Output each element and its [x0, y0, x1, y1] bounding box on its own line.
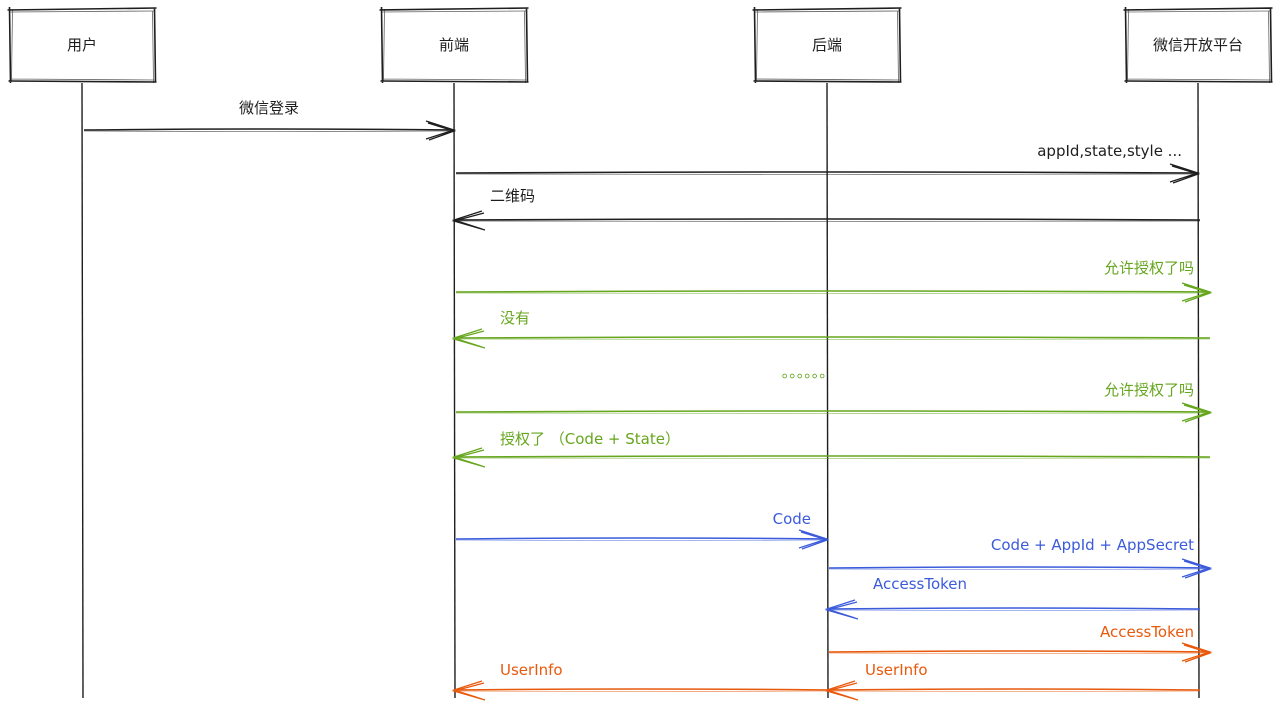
message-label: 微信登录 [239, 99, 299, 117]
arrowhead-icon [1181, 282, 1213, 303]
message-arrow-line [828, 650, 1211, 653]
message-label: Code [773, 510, 811, 528]
message-label: UserInfo [865, 661, 928, 679]
message-label: 允许授权了吗 [1104, 259, 1194, 277]
arrowhead-icon [451, 328, 486, 349]
arrowhead-icon [451, 447, 486, 468]
message-arrow-line [826, 688, 1201, 691]
lifeline-backend [826, 82, 829, 699]
message-arrow-line [455, 290, 1211, 293]
message-arrow-line [83, 128, 455, 131]
actor-box-wechat [1123, 6, 1273, 84]
actor-box-wechat-sketch [1126, 8, 1271, 84]
message-arrow-line [826, 607, 1201, 610]
message-label: 授权了 （Code + State） [500, 430, 680, 448]
message-arrow-line-sketch [455, 173, 1199, 175]
actor-label-backend: 后端 [812, 36, 842, 54]
actor-label-frontend: 前端 [439, 36, 469, 54]
arrowhead-icon [425, 120, 457, 141]
message-label: UserInfo [500, 661, 563, 679]
message-arrow-line-sketch [455, 412, 1211, 414]
message-label: 允许授权了吗 [1104, 381, 1194, 399]
message-label: 二维码 [490, 187, 535, 205]
message-arrow-line-sketch [453, 690, 830, 692]
message-label: Code + AppId + AppSecret [991, 536, 1194, 554]
lifeline-user [81, 82, 84, 699]
ellipsis-dots: 。。。。。。 [782, 363, 835, 381]
arrowhead-icon [1169, 163, 1201, 184]
actor-box-frontend-sketch [382, 8, 527, 84]
message-label: AccessToken [873, 575, 967, 593]
message-arrow-line [455, 171, 1199, 174]
message-arrow-line-sketch [828, 568, 1211, 570]
lifeline-wechat [1197, 82, 1200, 699]
message-arrow-line-sketch [455, 292, 1211, 294]
message-arrow-line-sketch [828, 652, 1211, 654]
message-arrow-line [453, 455, 1211, 458]
arrowhead-icon [824, 599, 859, 620]
lifeline-frontend [453, 82, 456, 699]
message-arrow-line-sketch [83, 130, 455, 132]
arrowhead-icon [451, 210, 486, 231]
arrowhead-icon [1181, 558, 1213, 579]
actor-box-frontend [379, 6, 529, 84]
message-arrow-line [453, 336, 1211, 339]
actor-label-user: 用户 [67, 36, 97, 54]
arrowhead-icon [451, 680, 486, 701]
message-arrow-line [455, 537, 828, 540]
arrowhead-icon [1181, 642, 1213, 663]
message-label: 没有 [500, 309, 530, 327]
arrowhead-icon [1181, 402, 1213, 423]
message-arrow-line [453, 218, 1201, 221]
actor-box-user [7, 6, 157, 84]
message-arrow-line-sketch [455, 539, 828, 541]
actor-box-backend-sketch [755, 8, 900, 84]
message-arrow-line-sketch [826, 690, 1201, 692]
message-arrow-line-sketch [453, 220, 1201, 222]
message-arrow-line [453, 688, 830, 691]
message-arrow-line [455, 410, 1211, 413]
message-arrow-line [828, 566, 1211, 569]
message-label: appId,state,style ... [1037, 142, 1182, 160]
actor-box-user-sketch [10, 8, 155, 84]
message-arrow-line-sketch [453, 457, 1211, 459]
arrowhead-icon [798, 529, 830, 550]
actor-box-backend [752, 6, 902, 84]
message-arrow-line-sketch [453, 338, 1211, 340]
message-arrow-line-sketch [826, 609, 1201, 611]
actor-label-wechat: 微信开放平台 [1153, 36, 1243, 54]
message-label: AccessToken [1100, 623, 1194, 641]
